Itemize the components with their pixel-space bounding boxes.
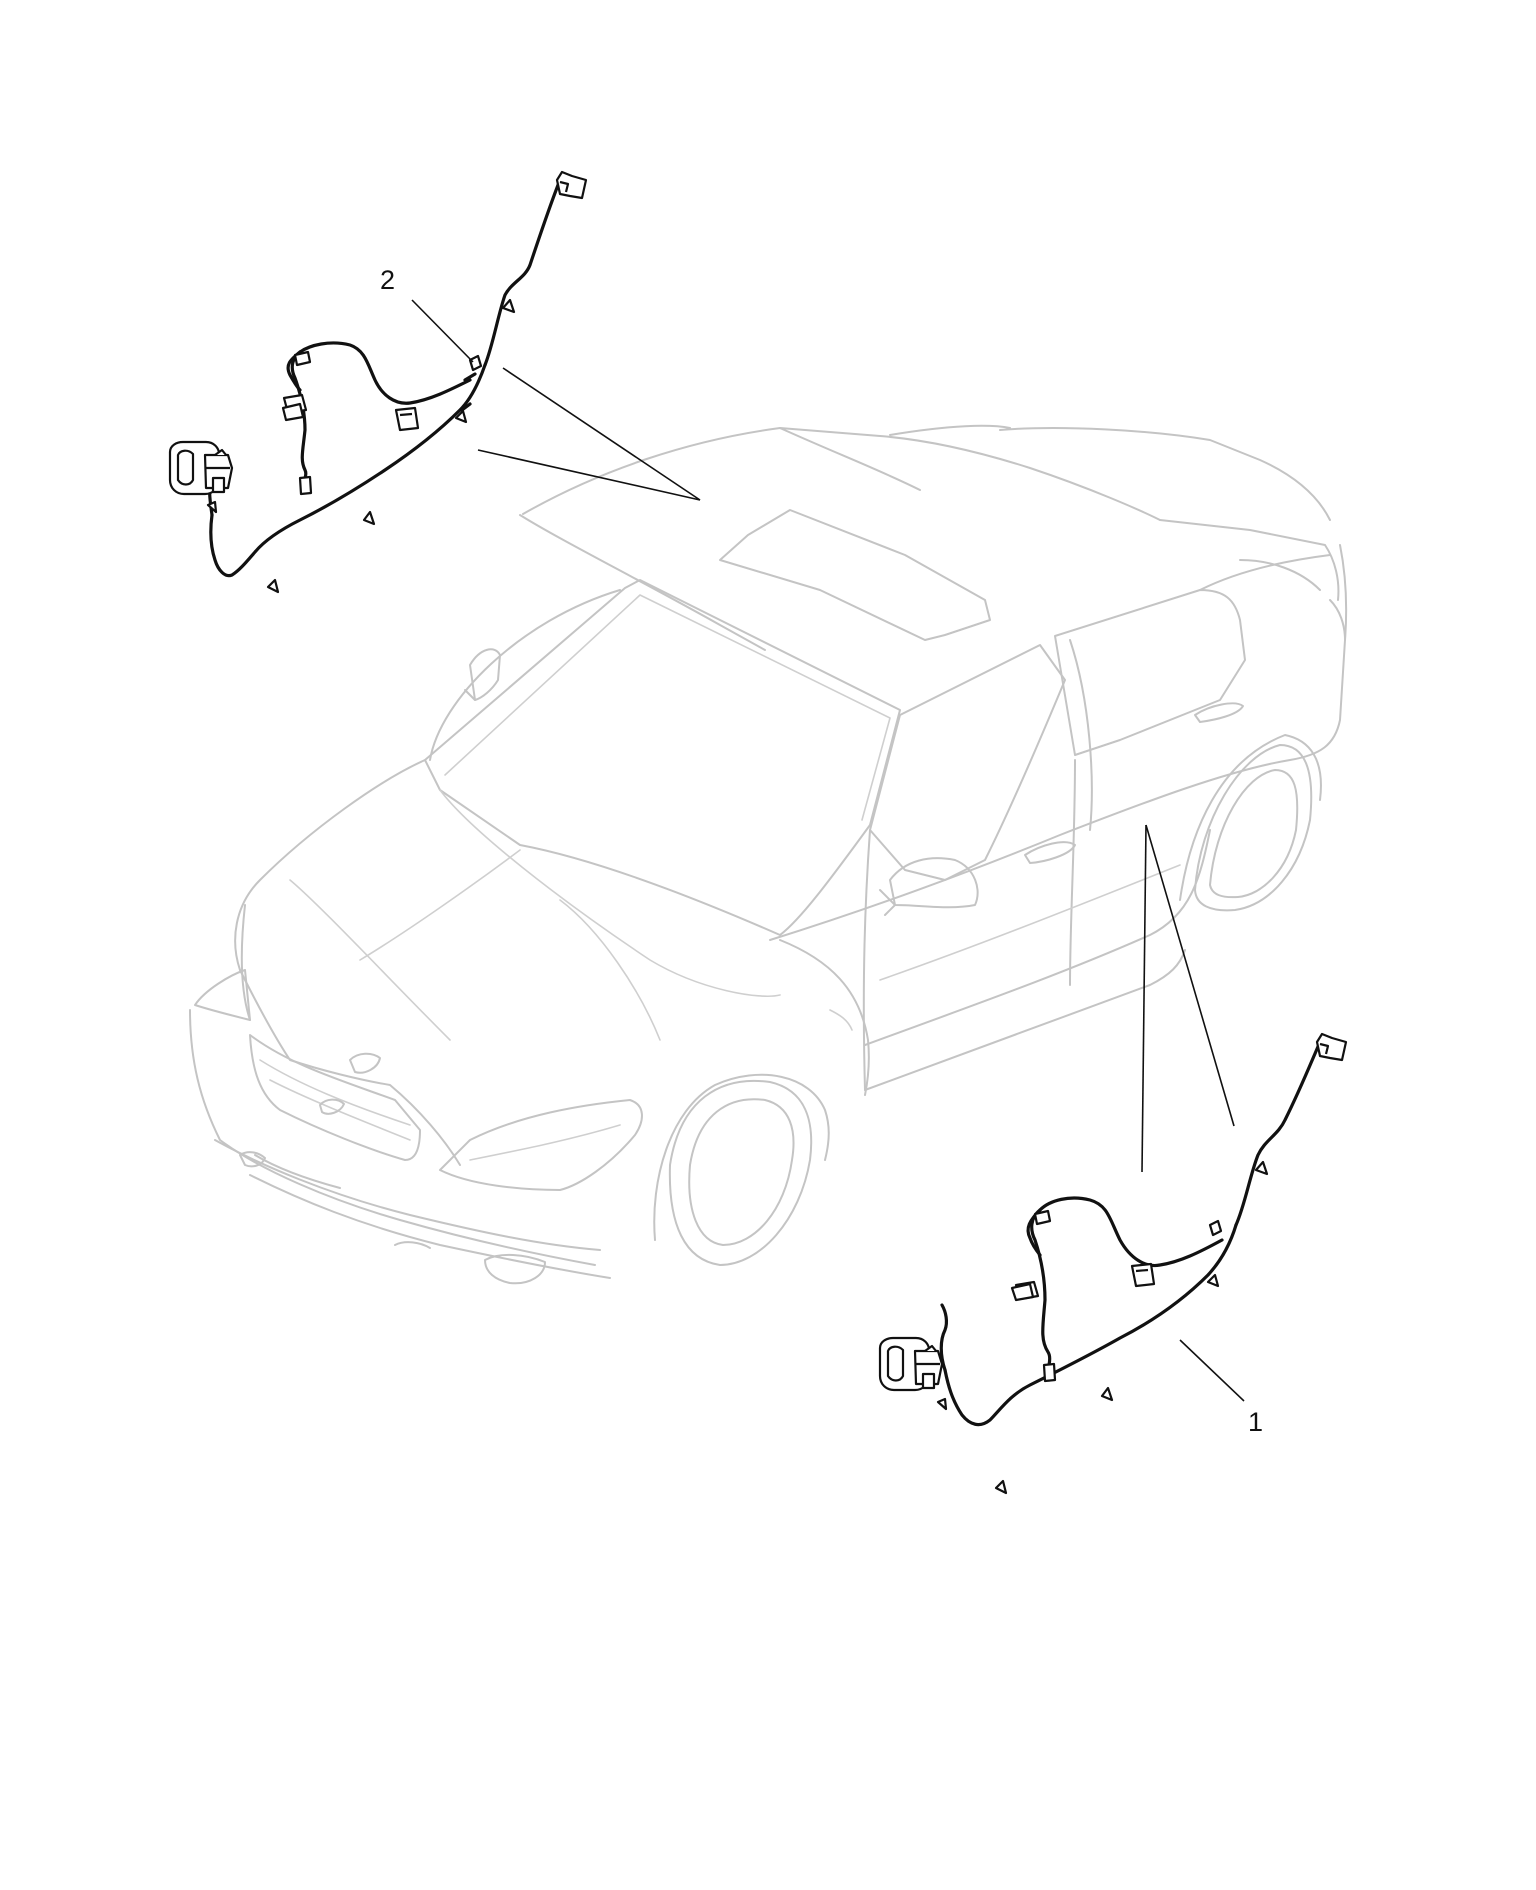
car-body-outline: [189, 424, 1348, 1285]
wiring-harness-2: [168, 170, 588, 594]
wiring-harness-1: [878, 1032, 1348, 1495]
reference-line-2a: [502, 367, 701, 501]
callout-label-1: 1: [1248, 1407, 1263, 1437]
callout-2-leader: [411, 299, 474, 363]
callout-label-2: 2: [380, 265, 395, 295]
leader-lines: [411, 299, 1245, 1402]
reference-line-1b: [1145, 824, 1235, 1127]
reference-line-1a: [1141, 824, 1147, 1173]
reference-line-2b: [477, 449, 701, 501]
callout-1-leader: [1179, 1339, 1245, 1402]
